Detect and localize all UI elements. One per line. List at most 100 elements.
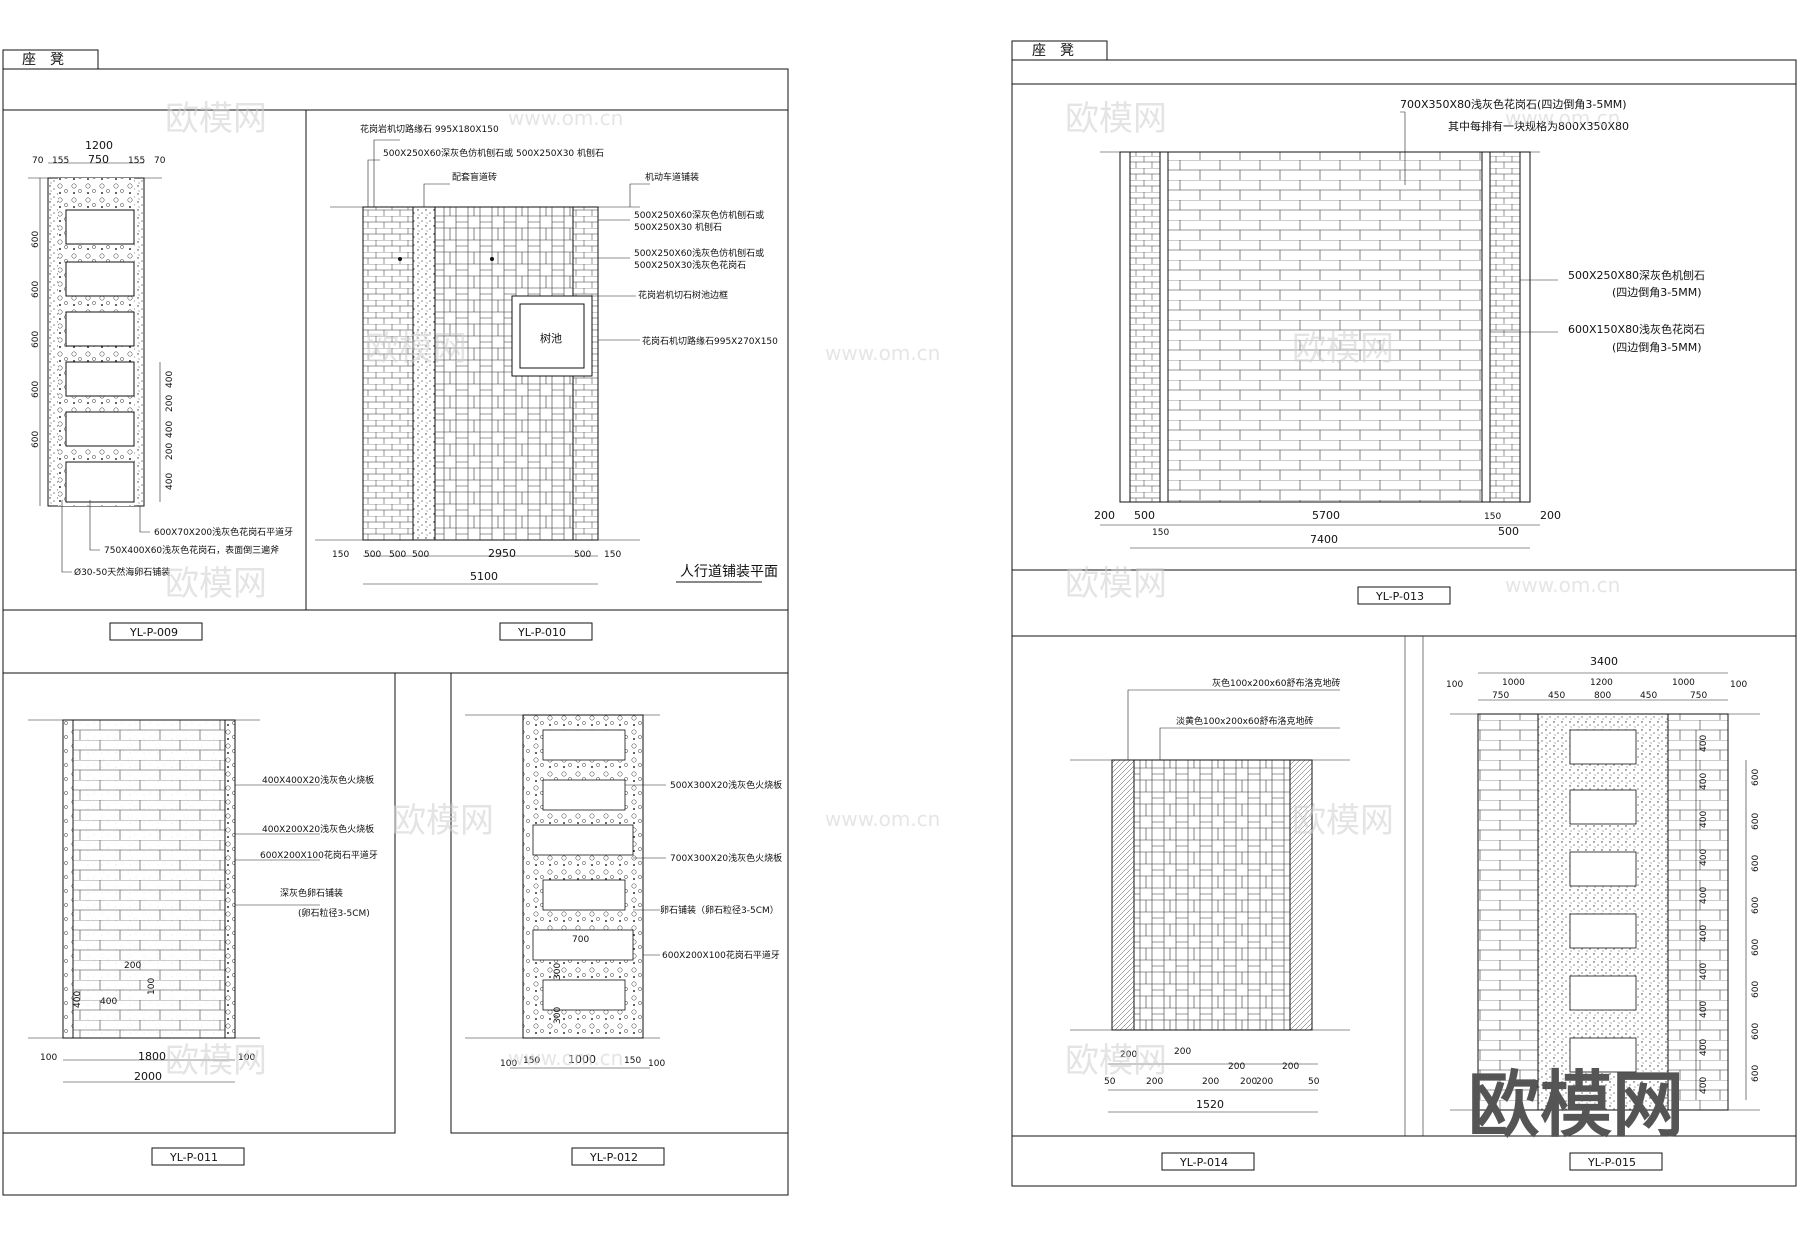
p015-dim: 400 xyxy=(1699,1077,1709,1094)
p013-dim: 200 xyxy=(1540,509,1561,522)
p015-dim: 600 xyxy=(1751,939,1761,956)
p014-dim-total: 1520 xyxy=(1196,1098,1224,1111)
drawing-p011: 400X400X20浅灰色火烧板 400X200X20浅灰色火烧板 600X20… xyxy=(2,672,396,1166)
p009-dim: 600 xyxy=(31,431,41,448)
p014-note: 淡黄色100x200x60舒布洛克地砖 xyxy=(1176,715,1313,727)
p015-dim: 450 xyxy=(1548,691,1565,701)
p010-note: 花岗石机切路缘石995X270X150 xyxy=(642,335,778,347)
p013-note: 600X150X80浅灰色花岗石 xyxy=(1568,322,1705,336)
p013-dim: 200 xyxy=(1094,509,1115,522)
watermark-url: www.om.cn xyxy=(825,341,940,365)
p011-dim: 400 xyxy=(100,997,117,1007)
p013-dim: 150 xyxy=(1152,528,1169,538)
p014-code: YL-P-014 xyxy=(1179,1156,1228,1169)
p013-note: 500X250X80深灰色机刨石 xyxy=(1568,268,1705,282)
p013-note: (四边倒角3-5MM) xyxy=(1612,341,1702,354)
p015-dim: 400 xyxy=(1699,735,1709,752)
p010-dim: 2950 xyxy=(488,547,516,560)
right-sheet-title: 座 凳 xyxy=(1032,43,1074,59)
p009-code: YL-P-009 xyxy=(129,626,178,639)
p009-dim: 400 xyxy=(165,371,175,388)
p012-code-box xyxy=(571,1147,665,1166)
watermark-url: www.om.cn xyxy=(1505,106,1620,130)
p014-dim: 50 xyxy=(1104,1077,1116,1087)
p012-dim: 150 xyxy=(523,1056,540,1066)
watermark-brand: 欧模网 xyxy=(1292,801,1394,841)
p015-dim: 400 xyxy=(1699,773,1709,790)
p015-dim: 3400 xyxy=(1590,655,1618,668)
p010-dim: 150 xyxy=(332,550,349,560)
right-sheet: 座 凳 xyxy=(1011,40,1797,1187)
p009-dim: 155 xyxy=(52,156,69,166)
p015-dim: 750 xyxy=(1492,691,1509,701)
p010-dim: 500 xyxy=(412,550,429,560)
p015-dim: 800 xyxy=(1594,691,1611,701)
p015-dim: 600 xyxy=(1751,855,1761,872)
p012-note: 卵石铺装（卵石粒径3-5CM） xyxy=(660,904,779,916)
p011-note: (卵石粒径3-5CM) xyxy=(298,907,370,919)
p010-note: 花岗岩机切石树池边框 xyxy=(638,289,728,301)
p013-dim: 500 xyxy=(1498,525,1519,538)
p011-note: 400X200X20浅灰色火烧板 xyxy=(262,823,374,835)
p015-dim: 400 xyxy=(1699,963,1709,980)
p012-dim: 100 xyxy=(648,1059,665,1069)
watermark-url: www.om.cn xyxy=(1505,573,1620,597)
p013-note: 其中每排有一块规格为800X350X80 xyxy=(1448,119,1629,133)
p012-dim: 100 xyxy=(500,1059,517,1069)
p015-dim: 1000 xyxy=(1672,678,1695,688)
p015-code-box xyxy=(1569,1152,1663,1171)
p015-dim: 450 xyxy=(1640,691,1657,701)
p014-code-box xyxy=(1161,1152,1255,1171)
p012-dim: 300 xyxy=(553,1007,563,1024)
p009-dim: 70 xyxy=(154,156,166,166)
p014-dim: 200 xyxy=(1120,1050,1137,1060)
p010-note: 500X250X60浅灰色仿机刨石或 xyxy=(634,247,764,259)
p015-dim: 400 xyxy=(1699,1039,1709,1056)
p014-dim: 200 xyxy=(1256,1077,1273,1087)
p014-dim: 200 xyxy=(1282,1062,1299,1072)
p010-note: 500X250X30 机刨石 xyxy=(634,221,722,233)
p009-dim-total: 1200 xyxy=(85,139,113,152)
p011-code-box xyxy=(151,1147,245,1166)
p010-note: 500X250X30浅灰色花岗石 xyxy=(634,259,746,271)
drawing-p013: 700X350X80浅灰色花岗石(四边倒角3-5MM) 其中每排有一块规格为80… xyxy=(1094,97,1705,605)
p011-note: 400X400X20浅灰色火烧板 xyxy=(262,774,374,786)
p009-dim: 70 xyxy=(32,156,44,166)
p015-dim: 400 xyxy=(1699,1001,1709,1018)
p015-dim: 100 xyxy=(1446,680,1463,690)
p013-dim: 150 xyxy=(1484,512,1501,522)
p015-dim: 600 xyxy=(1751,813,1761,830)
p011-dim: 1800 xyxy=(138,1050,166,1063)
p010-note: 500X250X60深灰色仿机刨石或 500X250X30 机刨石 xyxy=(383,147,604,159)
p013-note: (四边倒角3-5MM) xyxy=(1612,286,1702,299)
p015-dim: 400 xyxy=(1699,849,1709,866)
p009-note: 600X70X200浅灰色花岗石平道牙 xyxy=(154,526,293,538)
p010-dim: 500 xyxy=(574,550,591,560)
p012-dim: 700 xyxy=(572,935,589,945)
watermark-brand: 欧模网 xyxy=(1065,99,1167,139)
p015-dim: 600 xyxy=(1751,897,1761,914)
watermark-brand: 欧模网 xyxy=(165,1041,267,1081)
left-sheet-title: 座 凳 xyxy=(22,52,64,68)
drawing-p015: 3400 100 1000 1200 1000 100 750 450 800 … xyxy=(1446,655,1761,1171)
p014-dim: 200 xyxy=(1146,1077,1163,1087)
p014-dim: 50 xyxy=(1308,1077,1320,1087)
p010-dim: 500 xyxy=(389,550,406,560)
p011-dim: 200 xyxy=(124,961,141,971)
p015-dim: 600 xyxy=(1751,981,1761,998)
p009-code-box xyxy=(109,622,203,641)
watermark-brand: 欧模网 xyxy=(365,329,467,369)
p011-dim: 100 xyxy=(40,1053,57,1063)
right-sheet-frame xyxy=(1011,59,1797,1187)
left-sheet-frame xyxy=(2,68,789,1196)
p013-code-box xyxy=(1357,586,1451,605)
p011-dim: 100 xyxy=(147,978,157,995)
p012-note: 600X200X100花岗石平道牙 xyxy=(662,949,780,961)
p011-dim-total: 2000 xyxy=(134,1070,162,1083)
p014-dim: 200 xyxy=(1228,1062,1245,1072)
p011-note: 深灰色卵石铺装 xyxy=(280,887,343,899)
p015-code: YL-P-015 xyxy=(1587,1156,1636,1169)
watermark-url: www.om.cn xyxy=(508,106,623,130)
p010-dim-total: 5100 xyxy=(470,570,498,583)
p010-tree-pit-label: 树池 xyxy=(540,331,562,345)
